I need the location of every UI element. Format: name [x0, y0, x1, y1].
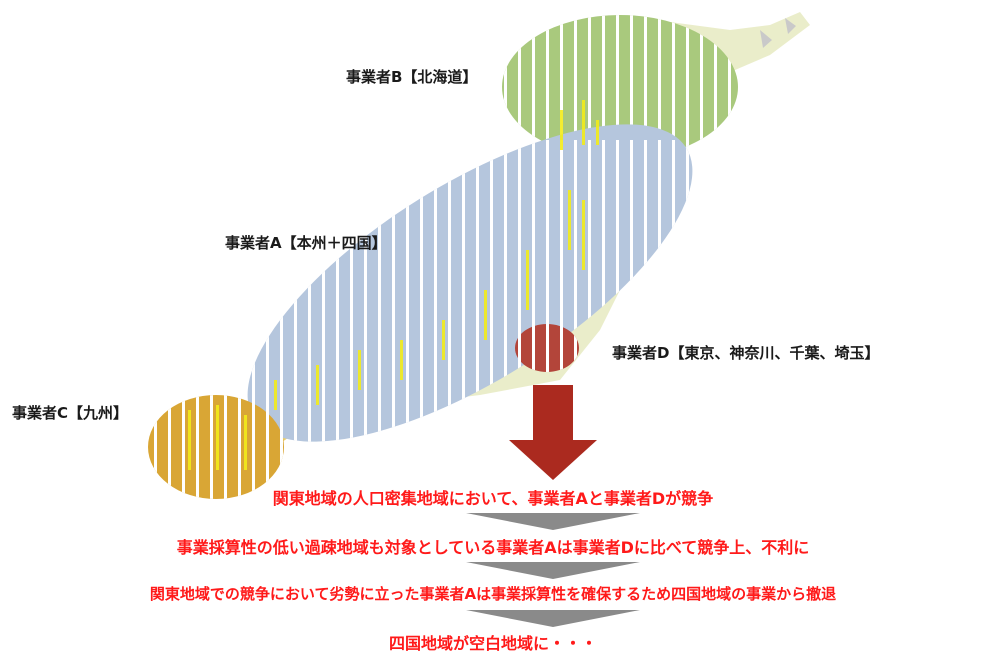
flow-step-4: 四国地域が空白地域に・・・	[388, 634, 597, 653]
chevron-icon-3	[466, 610, 640, 627]
down-arrow-icon	[509, 385, 597, 480]
flow-step-2: 事業採算性の低い過疎地域も対象としている事業者Aは事業者Dに比べて競争上、不利に	[176, 538, 810, 557]
chevron-icon-2	[466, 562, 640, 579]
region-d-label: 事業者D【東京、神奈川、千葉、埼玉】	[612, 344, 880, 362]
region-b-label: 事業者B【北海道】	[346, 68, 478, 86]
region-a-label: 事業者A【本州＋四国】	[225, 234, 387, 252]
chevron-icon-1	[466, 513, 640, 530]
flow-step-3: 関東地域での競争において劣勢に立った事業者Aは事業採算性を確保するため四国地域の…	[149, 585, 837, 603]
flow-step-1: 関東地域の人口密集地域において、事業者Aと事業者Dが競争	[272, 489, 714, 508]
land-highlights	[188, 100, 599, 470]
region-c-label: 事業者C【九州】	[12, 404, 129, 422]
